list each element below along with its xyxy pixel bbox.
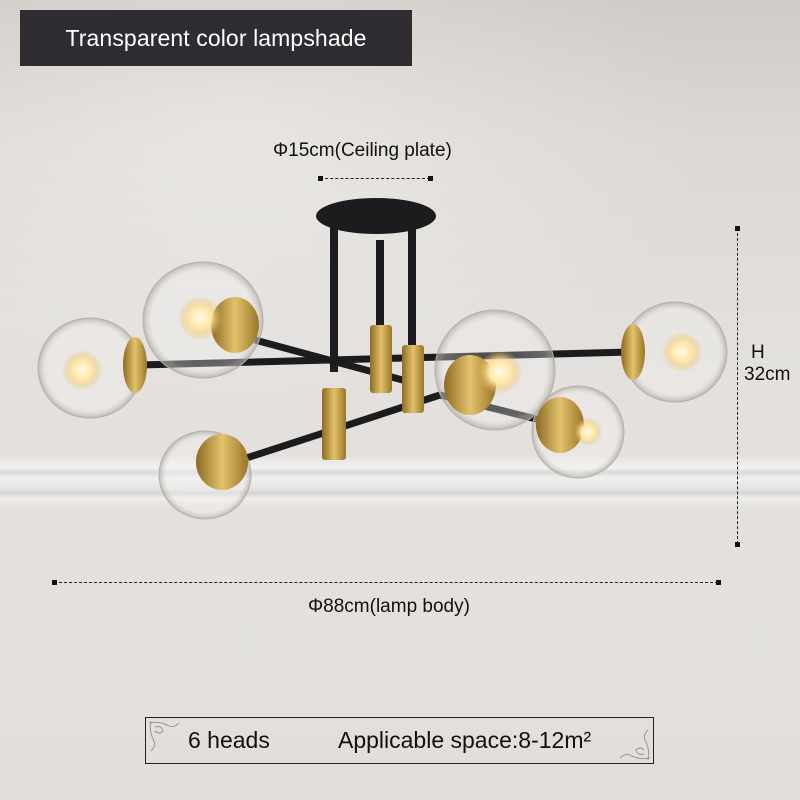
corner-ornament-icon: [148, 720, 180, 752]
height-dimension-line: [737, 228, 738, 544]
product-title: Transparent color lampshade: [65, 24, 367, 51]
ceiling-plate: [316, 198, 436, 234]
crown-molding: [0, 458, 800, 508]
dimension-endcap: [52, 580, 57, 585]
globe-4: [621, 301, 728, 403]
globe-2: [142, 261, 264, 379]
dimension-endcap: [318, 176, 323, 181]
lamp-body-dimension-label: Φ88cm(lamp body): [308, 596, 470, 617]
applicable-space: Applicable space:8-12m²: [338, 727, 592, 753]
dimension-endcap: [735, 226, 740, 231]
dimension-endcap: [428, 176, 433, 181]
globe-5: [158, 430, 252, 520]
height-value: 32cm: [744, 364, 791, 385]
product-title-banner: Transparent color lampshade: [20, 10, 412, 66]
specs-box: 6 heads Applicable space:8-12m²: [145, 717, 654, 764]
dimension-endcap: [735, 542, 740, 547]
height-label: H: [751, 342, 765, 363]
ceiling-plate-dimension-line: [320, 178, 430, 179]
corner-ornament-icon: [619, 729, 651, 761]
heads-count: 6 heads: [188, 727, 270, 753]
dimension-endcap: [716, 580, 721, 585]
lamp-body-dimension-line: [54, 582, 718, 583]
ceiling-plate-dimension-label: Φ15cm(Ceiling plate): [273, 140, 452, 161]
globe-3: [434, 309, 556, 431]
globe-6: [531, 385, 625, 479]
globe-1: [37, 317, 147, 419]
